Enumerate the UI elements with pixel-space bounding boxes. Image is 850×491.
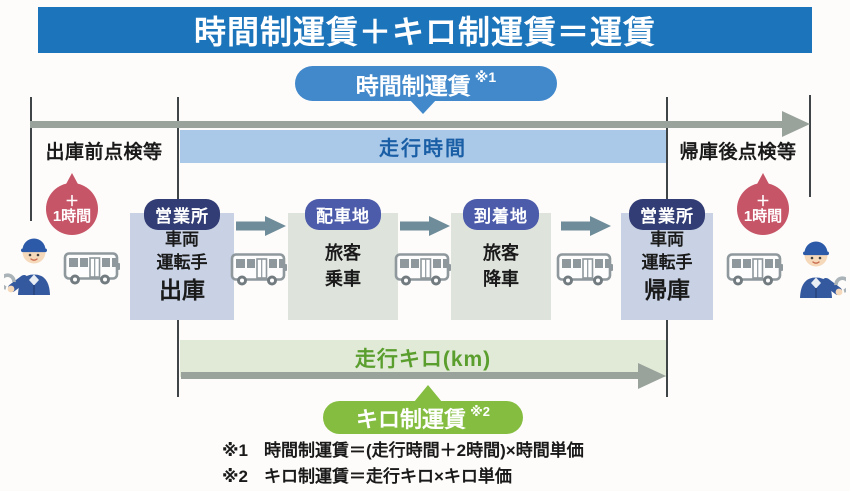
- footnote-2: ※2 キロ制運賃＝走行キロ×キロ単価: [222, 464, 584, 490]
- station-row: 運転手: [156, 253, 208, 272]
- boundary-line-start: [30, 97, 32, 221]
- station-pill: 営業所: [629, 199, 705, 230]
- bus-icon: [63, 252, 120, 285]
- station-row: 車両: [165, 230, 199, 249]
- footnote-2-ref: ※2: [222, 467, 248, 486]
- pre-check-label: 出庫前点検等: [45, 142, 163, 163]
- station-box-arrival: 到着地 旅客 降車: [451, 199, 551, 320]
- station-box-depot-in: 営業所 車両 運転手 帰庫: [621, 199, 713, 320]
- plus-one-hour-balloon-right: ＋ 1時間: [737, 173, 789, 235]
- station-box-dispatch: 配車地 旅客 乗車: [288, 199, 398, 320]
- distance-label: 走行キロ(km): [354, 348, 492, 371]
- station-row: 旅客: [325, 243, 361, 263]
- footnote-2-text: キロ制運賃＝走行キロ×キロ単価: [264, 467, 512, 486]
- footnotes: ※1 時間制運賃＝(走行時間＋2時間)×時間単価 ※2 キロ制運賃＝走行キロ×キロ単…: [222, 438, 584, 490]
- station-row: 乗車: [325, 269, 361, 289]
- footnote-1: ※1 時間制運賃＝(走行時間＋2時間)×時間単価: [222, 438, 584, 464]
- station-row: 車両: [650, 230, 684, 249]
- footnote-1-text: 時間制運賃＝(走行時間＋2時間)×時間単価: [264, 441, 584, 460]
- station-row: 運転手: [641, 253, 693, 272]
- bus-icon: [726, 253, 783, 286]
- mechanic-icon-left: [4, 238, 50, 295]
- distance-fare-ref: ※2: [470, 404, 490, 419]
- flow-arrow-icon: [400, 216, 450, 236]
- flow-arrow-icon: [561, 216, 611, 236]
- boundary-line-end: [809, 95, 811, 197]
- time-arrow: [30, 121, 785, 128]
- station-row: 降車: [483, 269, 519, 289]
- station-pill: 配車地: [305, 199, 381, 230]
- bus-icon: [230, 253, 287, 286]
- distance-arrow: [181, 372, 638, 379]
- station-pill: 到着地: [463, 199, 539, 230]
- time-fare-ref: ※1: [474, 69, 497, 85]
- plus-sign: ＋: [65, 193, 79, 209]
- one-hour-label: 1時間: [743, 208, 783, 225]
- driving-time-band: 走行時間: [180, 130, 666, 163]
- station-emphasis: 帰庫: [644, 277, 690, 303]
- page-title: 時間制運賃＋キロ制運賃＝運賃: [38, 7, 812, 53]
- footnote-1-ref: ※1: [222, 441, 248, 460]
- bus-icon: [394, 253, 451, 286]
- bubble-pointer-up-icon: [414, 385, 442, 402]
- time-fare-bubble: 時間制運賃 ※1: [295, 66, 557, 101]
- one-hour-label: 1時間: [52, 208, 92, 225]
- plus-sign: ＋: [756, 193, 770, 209]
- distance-arrowhead-icon: [638, 363, 666, 389]
- distance-fare-label: キロ制運賃: [356, 406, 467, 432]
- time-arrowhead-icon: [782, 111, 810, 137]
- time-fare-label: 時間制運賃: [355, 72, 471, 99]
- station-box-depot-out: 営業所 車両 運転手 出庫: [130, 199, 234, 320]
- bus-icon: [556, 253, 613, 286]
- mechanic-icon-right: [800, 241, 846, 298]
- flow-arrow-icon: [236, 216, 286, 236]
- plus-one-hour-balloon-left: ＋ 1時間: [46, 173, 98, 235]
- station-pill: 営業所: [144, 199, 220, 230]
- distance-band: 走行キロ(km): [180, 340, 666, 377]
- bubble-pointer-down-icon: [409, 99, 437, 114]
- distance-fare-bubble: キロ制運賃 ※2: [323, 401, 523, 434]
- station-emphasis: 出庫: [159, 277, 205, 303]
- station-row: 旅客: [483, 243, 519, 263]
- driving-time-label: 走行時間: [379, 138, 467, 160]
- post-check-label: 帰庫後点検等: [679, 142, 797, 163]
